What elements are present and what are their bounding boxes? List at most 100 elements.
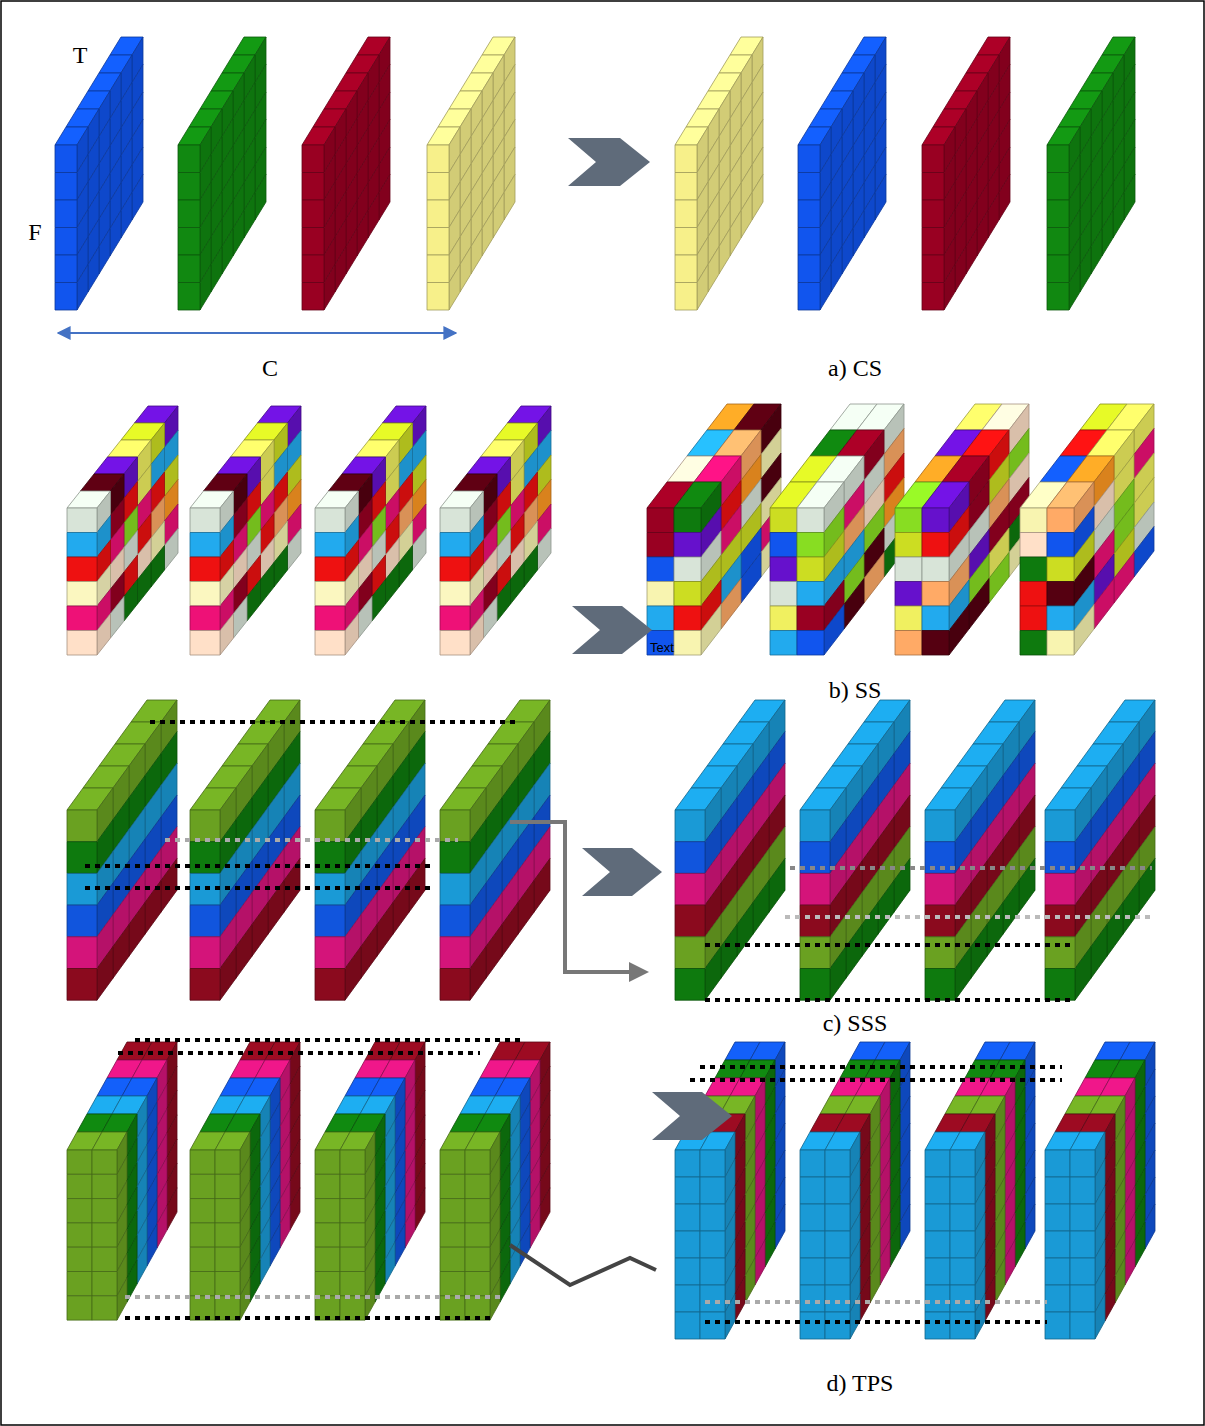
tensor-cell	[440, 873, 470, 905]
tensor-cell	[178, 228, 200, 256]
tensor-slab	[440, 1042, 550, 1320]
tensor-cell	[719, 229, 730, 275]
tensor-cell	[647, 582, 674, 607]
tensor-cell	[413, 529, 427, 571]
tensor-slab	[67, 700, 177, 1000]
tensor-cell	[800, 1204, 825, 1231]
tensor-cell	[440, 557, 470, 582]
tensor-cell	[977, 211, 988, 257]
tensor-cell	[178, 283, 200, 311]
tensor-cell	[925, 1258, 950, 1285]
tensor-cell	[675, 228, 697, 256]
tensor-cell	[800, 1258, 825, 1285]
tensor-cell	[465, 1272, 490, 1296]
tensor-cell	[675, 969, 705, 1001]
tensor-cell	[700, 1150, 725, 1177]
tensor-cell	[745, 1258, 755, 1303]
tensor-slab	[315, 1042, 425, 1320]
tensor-cell	[770, 631, 797, 656]
tensor-cell	[220, 614, 234, 656]
tensor-cell	[440, 969, 470, 1001]
tensor-cell	[132, 175, 143, 221]
permute-line	[510, 1245, 656, 1285]
tensor-cell	[124, 580, 138, 622]
tensor-cell	[55, 228, 77, 256]
tensor-cell	[925, 1312, 950, 1339]
tensor-cell	[700, 1258, 725, 1285]
tensor-cell	[825, 1258, 850, 1285]
tensor-cell	[1091, 925, 1107, 979]
tensor-cell	[950, 1312, 975, 1339]
tensor-cell	[705, 947, 721, 1001]
tensor-cell	[900, 1204, 910, 1249]
tensor-slab	[798, 37, 886, 310]
tensor-cell	[315, 533, 345, 558]
tensor-cell	[647, 606, 674, 631]
tensor-cell	[1125, 1240, 1135, 1285]
tensor-cell	[111, 597, 125, 639]
tensor-cell	[1145, 1204, 1155, 1249]
tensor-cell	[236, 925, 252, 979]
tensor-cell	[368, 193, 379, 239]
tensor-cell	[315, 1150, 340, 1174]
tensor-cell	[675, 1258, 700, 1285]
tensor-cell	[1020, 533, 1047, 558]
tensor-slab	[55, 37, 143, 310]
tensor-cell	[234, 597, 248, 639]
tensor-cell	[511, 563, 525, 605]
tensor-cell	[797, 533, 824, 558]
tensor-cell	[922, 200, 944, 228]
tensor-cell	[129, 903, 145, 957]
tensor-cell	[440, 937, 470, 969]
tensor-cell	[524, 546, 538, 588]
tensor-cell	[440, 842, 470, 874]
tensor-cell	[345, 614, 359, 656]
tensor-cell	[315, 1199, 340, 1223]
tensor-cell	[1070, 1285, 1095, 1312]
tensor-cell	[405, 1206, 415, 1248]
tensor-cell	[1070, 1231, 1095, 1258]
tensor-cell	[1075, 947, 1091, 1001]
tensor-cell	[770, 533, 797, 558]
panel-caption: c) SSS	[823, 1010, 888, 1036]
tensor-cell	[340, 1272, 365, 1296]
tensor-cell	[798, 255, 820, 283]
tensor-cell	[290, 1188, 300, 1230]
panel-caption: d) TPS	[827, 1370, 894, 1396]
annotations	[58, 138, 1152, 1322]
tensor-cell	[922, 606, 949, 631]
tensor-slab	[675, 37, 763, 310]
tensor-cell	[315, 937, 345, 969]
tensor-cell	[147, 1224, 157, 1266]
tensor-cell	[449, 265, 460, 311]
tensor-cell	[190, 969, 220, 1001]
tensor-cell	[1045, 810, 1075, 842]
tensor-cell	[190, 1223, 215, 1247]
tensor-cell	[67, 631, 97, 656]
chevron	[568, 138, 650, 186]
tensor-cell	[1070, 1204, 1095, 1231]
tensor-cell	[252, 903, 268, 957]
channel-axis-arrow	[58, 332, 456, 334]
tensor-cell	[215, 1150, 240, 1174]
tensor-cell	[1114, 553, 1134, 604]
tensor-cell	[925, 873, 955, 905]
tensor-cell	[340, 1296, 365, 1320]
tensor-cell	[55, 255, 77, 283]
tensor-cell	[92, 1199, 117, 1223]
tensor-cell	[708, 247, 719, 293]
tensor-cell	[534, 859, 550, 913]
tensor-cell	[1115, 1258, 1125, 1303]
tensor-cell	[427, 283, 449, 311]
tensor-cell	[800, 1150, 825, 1177]
tensor-cell	[800, 1312, 825, 1339]
tensor-cell	[215, 1199, 240, 1223]
tensor-cell	[878, 881, 894, 935]
tensor-cell	[675, 873, 705, 905]
tensor-cell	[92, 1247, 117, 1271]
tensor-cell	[486, 925, 502, 979]
tensor-cell	[1005, 1240, 1015, 1285]
tensor-cell	[357, 211, 368, 257]
tensor-cell	[674, 508, 701, 533]
tensor-cell	[922, 631, 949, 656]
